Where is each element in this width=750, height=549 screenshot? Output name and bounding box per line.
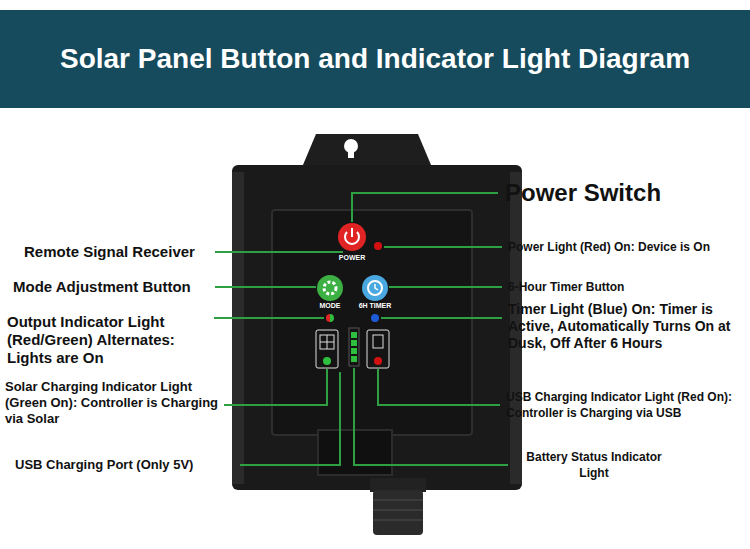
- callout-label: Timer Light (Blue) On: Timer is Active, …: [508, 301, 744, 352]
- timer-light: [371, 314, 379, 322]
- callout-label: Solar Charging Indicator Light (Green On…: [5, 379, 219, 427]
- leader-line: [240, 372, 340, 465]
- power-symbol: [351, 228, 353, 237]
- usb-plug-symbol: [373, 335, 383, 348]
- leader-line: [214, 317, 324, 319]
- housing-rail: [232, 172, 244, 484]
- title: Solar Panel Button and Indicator Light D…: [60, 43, 690, 75]
- leader-line: [378, 369, 500, 405]
- leader-line: [381, 317, 502, 319]
- panel-marking: 6H TIMER: [348, 301, 402, 310]
- callout-label: USB Charging Port (Only 5V): [15, 457, 237, 473]
- clock-symbol: [368, 281, 382, 295]
- output-light-red: [326, 314, 330, 322]
- callout-label: Battery Status Indicator Light: [514, 449, 674, 481]
- solar-light: [323, 357, 331, 365]
- connector: [373, 490, 423, 535]
- output-light-green: [330, 314, 334, 322]
- leader-line: [215, 251, 343, 253]
- battery-frame: [349, 328, 359, 366]
- title-box: Solar Panel Button and Indicator Light D…: [0, 10, 750, 108]
- leader-lines: [214, 193, 508, 465]
- housing: [232, 165, 522, 490]
- leader-line: [354, 368, 508, 465]
- callout-label: 6-Hour Timer Button: [508, 280, 744, 295]
- clock-hands: [375, 284, 378, 290]
- leader-line: [215, 286, 316, 288]
- callout-label: Remote Signal Receiver: [24, 243, 214, 261]
- usb-icon-frame: [367, 330, 389, 368]
- leader-line: [384, 246, 502, 248]
- callout-heading: Power Switch: [505, 179, 745, 207]
- solar-panel-symbol: [320, 335, 334, 349]
- callout-label: Power Light (Red) On: Device is On: [508, 240, 746, 255]
- timer-button: [362, 275, 388, 301]
- power-button: [338, 223, 366, 251]
- power-light: [374, 242, 382, 250]
- panel-marking: POWER: [327, 253, 377, 262]
- leader-line: [352, 193, 498, 222]
- leader-line: [224, 369, 327, 405]
- battery-bars: [351, 332, 357, 362]
- cable-gland: [370, 478, 426, 492]
- gear-symbol: [324, 282, 336, 294]
- mode-button: [317, 275, 343, 301]
- panel-marking: MODE: [305, 301, 355, 310]
- keyhole-slot: [348, 146, 354, 158]
- callout-label: USB Charging Indicator Light (Red On): C…: [506, 389, 746, 421]
- leader-line: [389, 286, 502, 288]
- callout-label: Mode Adjustment Button: [13, 278, 213, 296]
- callout-label: Output Indicator Light (Red/Green) Alter…: [7, 313, 212, 367]
- solar-panel-grid: [320, 342, 334, 343]
- face-panel: [272, 210, 472, 435]
- solar-icon-frame: [316, 330, 338, 368]
- usb-light: [374, 357, 382, 365]
- connector-ribs: [373, 500, 423, 520]
